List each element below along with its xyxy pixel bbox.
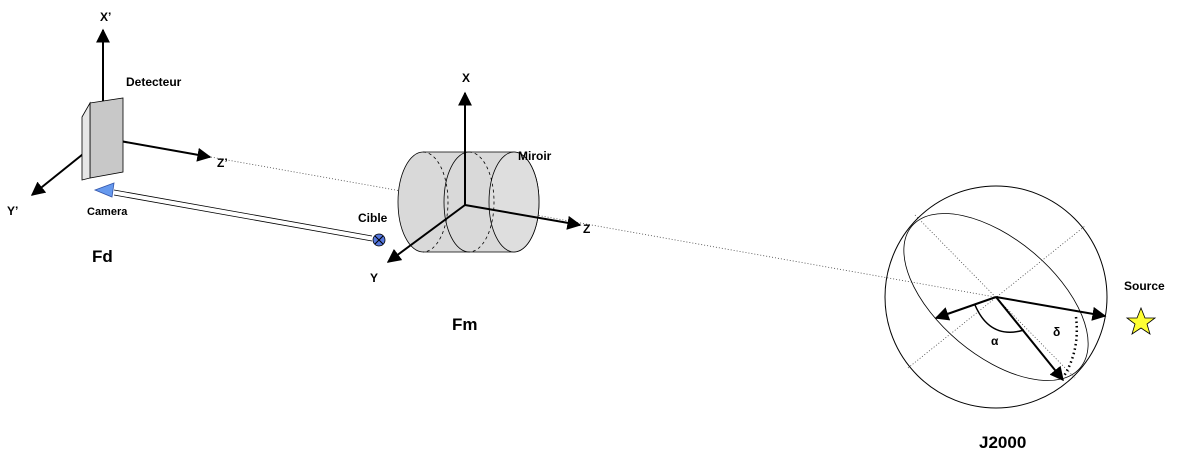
vector-left [934,296,997,321]
alpha-arc [974,304,1025,333]
line-of-sight [204,155,996,298]
mirror-z-label: Z [583,222,590,236]
detector-label: Detecteur [126,75,182,89]
mirror-cylinder [397,151,540,253]
detector-frame: X’ Z’ Y’ Detecteur Camera Fd [7,10,373,266]
detector-z-label: Z’ [217,156,228,170]
source-label: Source [1124,279,1165,293]
detector-x-label: X’ [100,10,111,24]
celestial-sphere: α δ J2000 [884,185,1108,449]
frame-fd-title: Fd [92,247,113,266]
sphere-equator [903,213,1089,381]
mirror-z-axis [464,204,582,230]
detector-plate [81,97,124,181]
vector-source [995,296,1064,382]
mirror-y-label: Y [370,271,378,285]
target-icon [372,233,386,247]
mirror-frame: X Z Y Miroir Cible Fm [358,71,590,334]
sphere-axis-2 [907,225,1086,369]
camera-target-link-1 [113,189,373,237]
sphere-outline [884,185,1108,409]
detector-y-label: Y’ [7,204,18,218]
target-label: Cible [358,211,388,225]
mirror-x-label: X [462,71,470,85]
camera-label: Camera [87,206,128,218]
frame-fm-title: Fm [452,315,478,334]
alpha-label: α [991,334,999,348]
mirror-y-axis [386,204,466,263]
delta-label: δ [1053,325,1060,339]
vector-right [995,296,1107,321]
source-star-icon [1125,306,1157,335]
camera-target-link-2 [113,194,373,242]
camera-icon [93,182,115,198]
frame-j2000-title: J2000 [979,433,1026,449]
delta-arc [1062,316,1078,377]
mirror-label: Miroir [518,149,552,163]
